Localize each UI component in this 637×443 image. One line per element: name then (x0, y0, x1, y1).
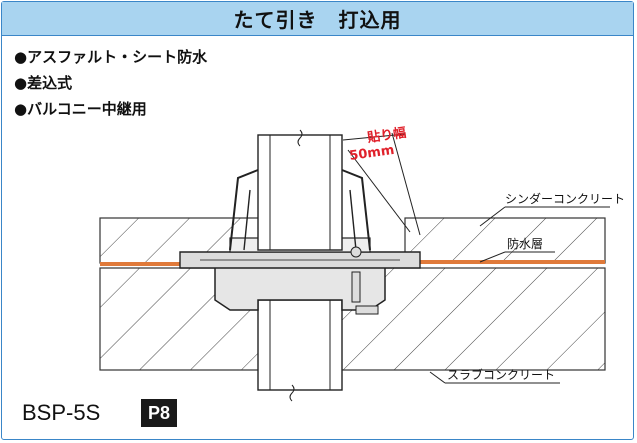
anchor-bolts (350, 246, 379, 315)
bond-width-annotation: 貼り幅 50mm (342, 125, 421, 236)
waterproof-layer-label: 防水層 (507, 236, 543, 251)
product-model: BSP-5S (22, 400, 101, 425)
slab-concrete-label: スラブコンクリート (447, 367, 555, 382)
lower-pipe (257, 299, 343, 402)
upper-pipe (257, 129, 343, 251)
feature-item-balcony: ●バルコニー中継用 (14, 100, 147, 118)
figure-header: たて引き 打込用 (2, 2, 633, 36)
feature-item-insert-type: ●差込式 (14, 74, 73, 92)
cinder-concrete-label: シンダーコンクリート (505, 191, 625, 206)
bond-width-value: 50mm (348, 143, 395, 164)
page-reference-badge[interactable]: P8 (141, 399, 177, 427)
figure-title: たて引き 打込用 (233, 8, 402, 32)
drain-body (179, 237, 421, 311)
feature-item-waterproofing: ●アスファルト・シート防水 (14, 48, 208, 66)
bond-width-title: 貼り幅 (366, 125, 407, 146)
layer-labels: シンダーコンクリート 防水層 スラブコンクリート (429, 191, 625, 384)
strainer-cage (229, 169, 371, 251)
